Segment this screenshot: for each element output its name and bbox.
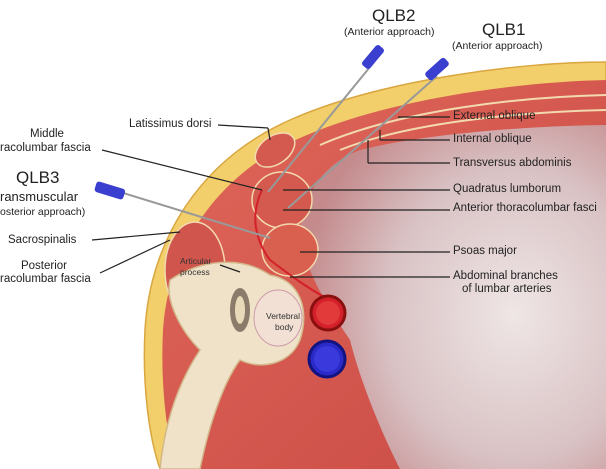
label-arteries-2: of lumbar arteries bbox=[462, 283, 552, 295]
latissimus-dorsi bbox=[254, 132, 296, 168]
label-vertebral-1: Vertebral bbox=[266, 311, 301, 321]
qlb2-title: QLB2 bbox=[372, 6, 416, 25]
needle-qlb3 bbox=[94, 181, 271, 239]
label-articular-1: Articular bbox=[180, 256, 212, 266]
label-posterior-fascia-2: racolumbar fascia bbox=[0, 273, 91, 285]
qlb2-approach: (Anterior approach) bbox=[344, 26, 435, 38]
needle-qlb1 bbox=[287, 57, 449, 209]
label-posterior-fascia-1: Posterior bbox=[20, 260, 68, 272]
needle-qlb2 bbox=[267, 45, 384, 193]
label-arteries-1: Abdominal branches bbox=[453, 270, 558, 282]
label-latissimus-dorsi: Latissimus dorsi bbox=[129, 118, 212, 130]
artery-branch bbox=[254, 189, 331, 301]
label-quadratus-lumborum: Quadratus lumborum bbox=[453, 183, 562, 195]
label-anterior-fascia: Anterior thoracolumbar fasci bbox=[453, 202, 597, 214]
qlb1-approach: (Anterior approach) bbox=[452, 40, 543, 52]
psoas-major bbox=[261, 223, 319, 277]
label-internal-oblique: Internal oblique bbox=[453, 133, 532, 145]
label-middle-fascia-2: racolumbar fascia bbox=[0, 142, 91, 154]
label-articular-2: process bbox=[180, 267, 210, 277]
qlb3-approach-2: osterior approach) bbox=[0, 206, 86, 218]
label-middle-fascia-1: Middle bbox=[30, 128, 64, 140]
quadratus-lumborum bbox=[251, 171, 313, 229]
qlb3-approach-1: ransmuscular bbox=[0, 189, 79, 204]
label-transversus-abdominis: Transversus abdominis bbox=[453, 157, 572, 169]
qlb3-title: QLB3 bbox=[16, 168, 60, 187]
qlb1-title: QLB1 bbox=[482, 20, 526, 39]
label-external-oblique: External oblique bbox=[453, 110, 536, 122]
abdominal-cavity bbox=[300, 125, 606, 469]
label-sacrospinalis: Sacrospinalis bbox=[8, 234, 77, 246]
leader-lines bbox=[91, 116, 450, 278]
label-psoas-major: Psoas major bbox=[453, 245, 517, 257]
label-vertebral-2: body bbox=[275, 322, 294, 332]
